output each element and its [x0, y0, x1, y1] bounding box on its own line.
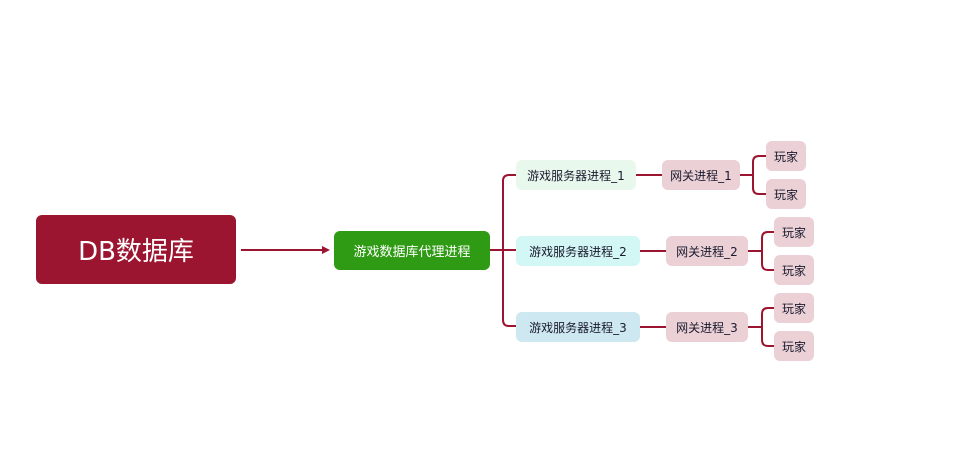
arrow-head-icon [322, 246, 330, 254]
player-node[interactable]: 玩家 [774, 255, 814, 285]
player-node[interactable]: 玩家 [774, 331, 814, 361]
server-node-2[interactable]: 游戏服务器进程_2 [516, 236, 640, 266]
db-proxy-node[interactable]: 游戏数据库代理进程 [334, 231, 490, 270]
gateway-node-3[interactable]: 网关进程_3 [666, 312, 748, 342]
server-node-1[interactable]: 游戏服务器进程_1 [516, 160, 636, 190]
server-node-3[interactable]: 游戏服务器进程_3 [516, 312, 640, 342]
player-node[interactable]: 玩家 [774, 293, 814, 323]
gateway-2-branch-line [748, 231, 774, 271]
gateway-node-1[interactable]: 网关进程_1 [662, 160, 740, 190]
gateway-node-2[interactable]: 网关进程_2 [666, 236, 748, 266]
player-node[interactable]: 玩家 [774, 217, 814, 247]
gateway-1-branch-line [740, 155, 766, 195]
server-branch-line [502, 174, 516, 327]
gateway-3-branch-line [748, 307, 774, 347]
player-node[interactable]: 玩家 [766, 179, 806, 209]
player-node[interactable]: 玩家 [766, 141, 806, 171]
db-root-node[interactable]: DB数据库 [36, 215, 236, 284]
